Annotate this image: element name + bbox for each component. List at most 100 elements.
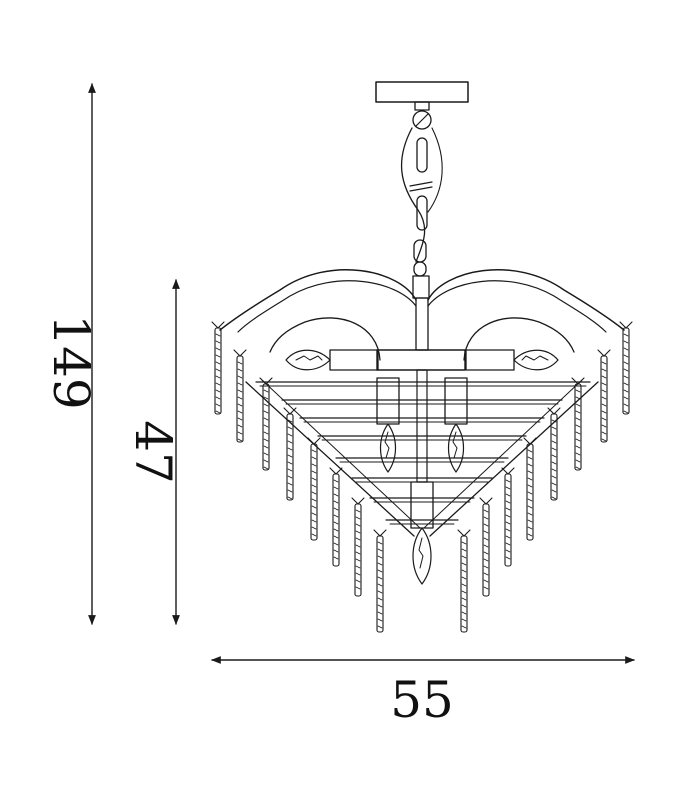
strand-bead bbox=[237, 368, 243, 372]
strand-bead bbox=[287, 419, 293, 423]
crystal-strand bbox=[373, 529, 387, 633]
strand-body bbox=[574, 383, 582, 471]
strand-bead bbox=[483, 586, 489, 590]
strand-bead bbox=[483, 579, 489, 583]
crystal-strand bbox=[547, 407, 561, 501]
strand-bead bbox=[237, 361, 243, 365]
strand-bead bbox=[575, 410, 581, 414]
tiered-frame bbox=[245, 379, 599, 537]
strand-bead bbox=[355, 516, 361, 520]
crystal-strand bbox=[479, 497, 493, 597]
strand-bead bbox=[215, 368, 221, 372]
strand-hook bbox=[351, 497, 365, 505]
strand-bead bbox=[215, 347, 221, 351]
strand-bead bbox=[377, 611, 383, 615]
strand-bead bbox=[287, 475, 293, 479]
crystal-drops bbox=[211, 321, 633, 633]
strand-bead bbox=[623, 333, 629, 337]
strand-bead bbox=[215, 375, 221, 379]
strand-body bbox=[460, 535, 468, 633]
strand-bead bbox=[355, 579, 361, 583]
strand-bead bbox=[601, 375, 607, 379]
strand-bead bbox=[355, 551, 361, 555]
strand-bead bbox=[377, 604, 383, 608]
strand-bead bbox=[461, 604, 467, 608]
strand-bead bbox=[355, 572, 361, 576]
crystal-strand bbox=[307, 437, 321, 541]
strand-bead bbox=[601, 389, 607, 393]
strand-bead bbox=[215, 340, 221, 344]
strand-bead bbox=[287, 433, 293, 437]
strand-bead bbox=[601, 431, 607, 435]
strand-bead bbox=[505, 500, 511, 504]
strand-bead bbox=[215, 403, 221, 407]
strand-bead bbox=[575, 417, 581, 421]
strand-bead bbox=[505, 528, 511, 532]
strand-bead bbox=[287, 454, 293, 458]
strand-bead bbox=[333, 500, 339, 504]
strand-bead bbox=[377, 569, 383, 573]
strand-bead bbox=[215, 361, 221, 365]
strand-bead bbox=[461, 618, 467, 622]
strand-bead bbox=[551, 496, 557, 500]
strand-bead bbox=[461, 555, 467, 559]
strand-bead bbox=[461, 625, 467, 629]
frame-rail bbox=[245, 381, 415, 537]
strand-bead bbox=[527, 463, 533, 467]
strand-bead bbox=[483, 523, 489, 527]
strand-bead bbox=[237, 424, 243, 428]
crystal-strand bbox=[523, 437, 537, 541]
crystal-strand bbox=[329, 467, 343, 567]
strand-hook bbox=[547, 407, 561, 415]
strand-bead bbox=[483, 544, 489, 548]
strand-bead bbox=[237, 410, 243, 414]
strand-bead bbox=[551, 433, 557, 437]
strand-bead bbox=[263, 445, 269, 449]
frame-rail bbox=[423, 379, 583, 529]
strand-bead bbox=[575, 466, 581, 470]
strand-bead bbox=[287, 468, 293, 472]
crystal-strand bbox=[619, 321, 633, 415]
strand-bead bbox=[483, 572, 489, 576]
strand-bead bbox=[527, 512, 533, 516]
strand-bead bbox=[505, 521, 511, 525]
strand-bead bbox=[623, 403, 629, 407]
strand-bead bbox=[461, 541, 467, 545]
strand-bead bbox=[505, 535, 511, 539]
strand-bead bbox=[311, 519, 317, 523]
horizontal-candle-left bbox=[285, 349, 379, 371]
strand-bead bbox=[311, 505, 317, 509]
strand-body bbox=[286, 413, 294, 501]
strand-bead bbox=[551, 475, 557, 479]
strand-bead bbox=[601, 424, 607, 428]
strand-bead bbox=[623, 340, 629, 344]
strand-bead bbox=[333, 486, 339, 490]
strand-bead bbox=[461, 583, 467, 587]
strand-bead bbox=[623, 368, 629, 372]
strand-bead bbox=[601, 368, 607, 372]
strand-bead bbox=[623, 389, 629, 393]
strand-bead bbox=[237, 438, 243, 442]
strand-bead bbox=[333, 514, 339, 518]
strand-bead bbox=[623, 361, 629, 365]
strand-bead bbox=[623, 396, 629, 400]
strand-bead bbox=[215, 333, 221, 337]
strand-bead bbox=[601, 438, 607, 442]
strand-bead bbox=[287, 447, 293, 451]
strand-body bbox=[622, 327, 630, 415]
strand-bead bbox=[377, 583, 383, 587]
strand-bead bbox=[551, 447, 557, 451]
strand-hook bbox=[233, 349, 247, 357]
strand-bead bbox=[263, 452, 269, 456]
strand-hook bbox=[597, 349, 611, 357]
strand-bead bbox=[483, 516, 489, 520]
strand-body bbox=[236, 355, 244, 443]
strand-bead bbox=[461, 569, 467, 573]
strand-bead bbox=[461, 611, 467, 615]
strand-bead bbox=[355, 530, 361, 534]
strand-bead bbox=[355, 565, 361, 569]
strand-body bbox=[354, 503, 362, 597]
strand-bead bbox=[527, 491, 533, 495]
strand-bead bbox=[527, 484, 533, 488]
